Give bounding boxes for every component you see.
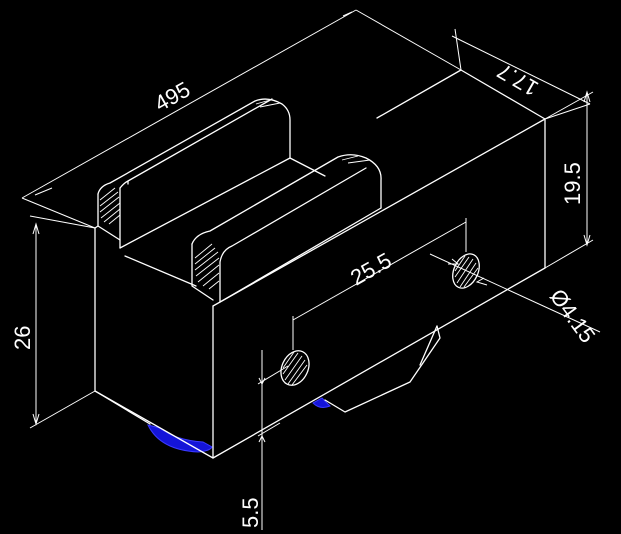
dimension-width-label: 17.7 [493,58,543,101]
dimension-height-left: 26 [10,215,96,429]
dimension-hole-spacing-label: 25.5 [346,248,396,291]
dimension-hole-offset: 5.5 [238,350,289,530]
hole-left [280,350,310,386]
dimension-hole-offset-label: 5.5 [238,497,263,528]
rail-left [97,98,291,249]
dimension-height-right: 19.5 [544,90,594,269]
dimension-hole-diameter-label: Ø4.15 [545,284,600,347]
rail-right [191,154,382,303]
channel [119,157,326,287]
dimension-height-left-label: 26 [10,326,35,350]
dimension-length: 495 [21,9,462,229]
dimension-length-label: 495 [150,77,194,117]
dimension-hole-spacing: 25.5 [292,218,467,350]
lower-tab [324,325,441,413]
dimension-hole-diameter: Ø4.15 [429,253,600,347]
rail-end-hatch [99,99,371,290]
dimension-height-right-label: 19.5 [560,162,585,205]
